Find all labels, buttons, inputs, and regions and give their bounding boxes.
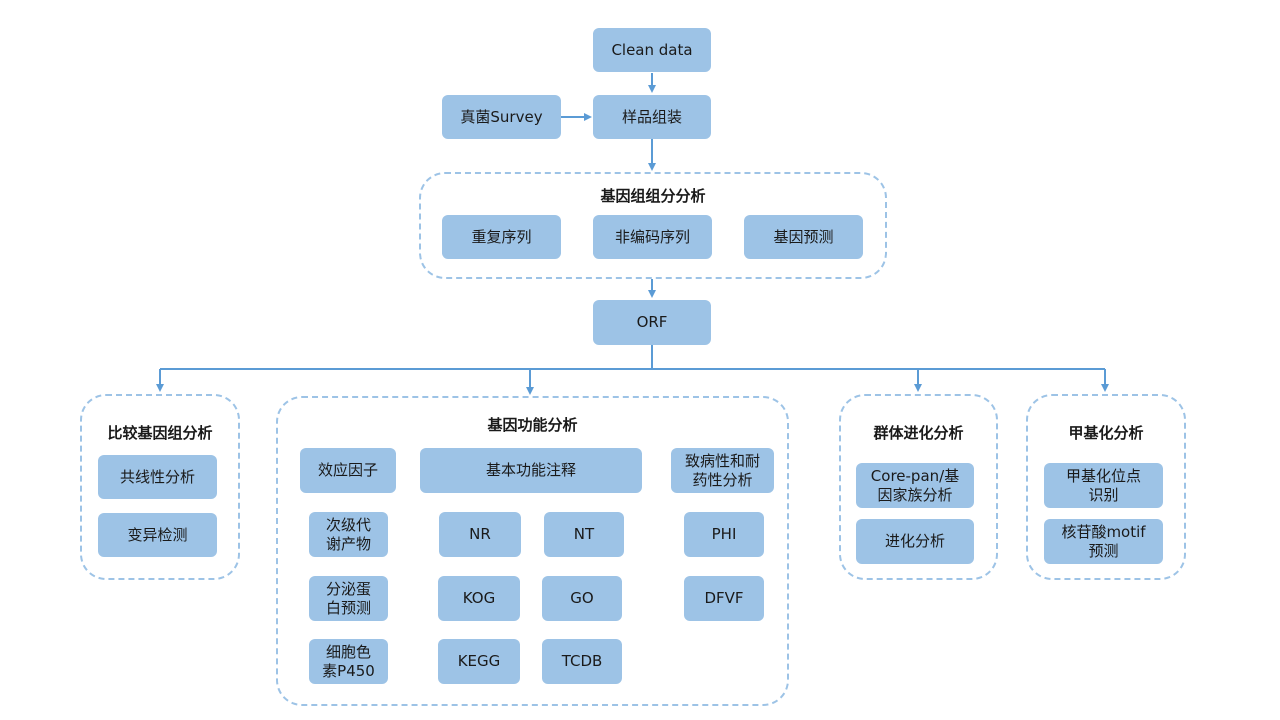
noncoding-seq-node: 非编码序列 [593,215,712,259]
population-evolution-title: 群体进化分析 [873,424,964,442]
go-node: GO [542,576,622,621]
evolution-node: 进化分析 [856,519,974,564]
core-pan-node: Core-pan/基 因家族分析 [856,463,974,508]
tcdb-node: TCDB [542,639,622,684]
methylation-title: 甲基化分析 [1068,424,1144,442]
clean-data-node: Clean data [593,28,711,72]
phi-node: PHI [684,512,764,557]
methylation-group [1026,394,1186,580]
kegg-node: KEGG [438,639,520,684]
motif-node: 核苷酸motif 预测 [1044,519,1163,564]
effector-node: 效应因子 [300,448,396,493]
p450-node: 细胞色 素P450 [309,639,388,684]
kog-node: KOG [438,576,520,621]
collinearity-node: 共线性分析 [98,455,217,499]
basic-annotation-node: 基本功能注释 [420,448,642,493]
orf-node: ORF [593,300,711,345]
comparative-genomics-group [80,394,240,580]
pathogenicity-node: 致病性和耐 药性分析 [671,448,774,493]
dfvf-node: DFVF [684,576,764,621]
secondary-metabolite-node: 次级代 谢产物 [309,512,388,557]
comparative-genomics-title: 比较基因组分析 [107,424,213,442]
variation-node: 变异检测 [98,513,217,557]
secreted-protein-node: 分泌蛋 白预测 [309,576,388,621]
genome-component-group [419,172,887,279]
functional-analysis-group [276,396,789,706]
assembly-node: 样品组装 [593,95,711,139]
nt-node: NT [544,512,624,557]
functional-analysis-title: 基因功能分析 [487,416,578,434]
repeat-seq-node: 重复序列 [442,215,561,259]
genome-component-title: 基因组组分分析 [600,187,706,205]
nr-node: NR [439,512,521,557]
population-evolution-group [839,394,998,580]
gene-prediction-node: 基因预测 [744,215,863,259]
methylation-site-node: 甲基化位点 识别 [1044,463,1163,508]
survey-node: 真菌Survey [442,95,561,139]
